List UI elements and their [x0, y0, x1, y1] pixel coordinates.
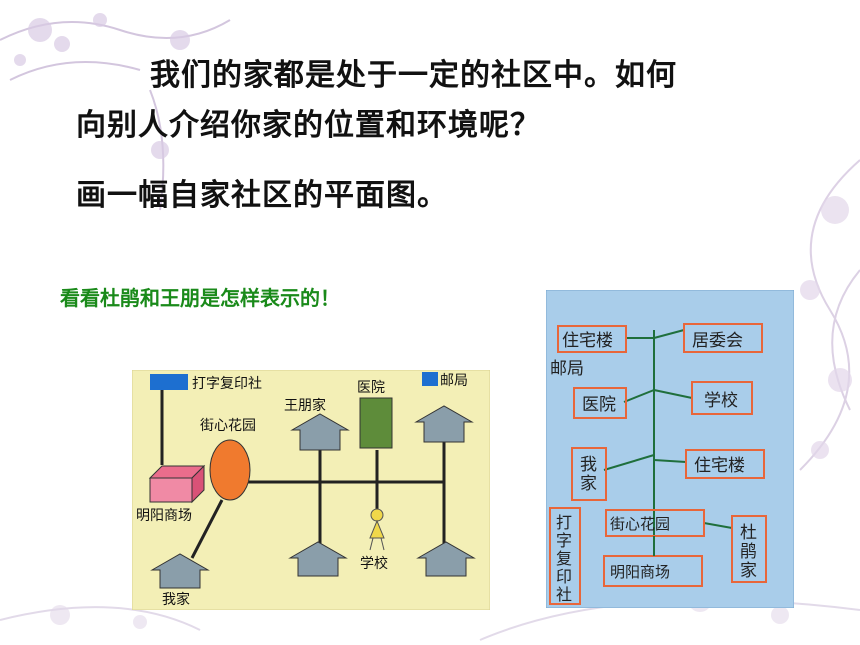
northeast-house-icon — [414, 405, 474, 443]
road-residential-2 — [653, 459, 687, 463]
caption-text: 看看杜鹃和王朋是怎样表示的！ — [60, 286, 340, 310]
post-office-label: 邮局 — [550, 359, 584, 379]
south-house-icon — [288, 541, 348, 577]
residential-2-box — [685, 449, 765, 479]
road-my-home — [603, 454, 655, 471]
post-office-marker — [422, 372, 438, 386]
intro-text-line-3: 画一幅自家社区的平面图。 — [76, 178, 448, 213]
garden-shape — [209, 439, 251, 501]
committee-label: 居委会 — [692, 331, 743, 351]
committee-box — [683, 323, 763, 353]
road-committee — [653, 329, 685, 339]
school-label: 学校 — [360, 555, 388, 572]
mall-label: 明阳商场 — [136, 508, 192, 524]
road-my-home — [190, 499, 224, 559]
residential-1-box — [557, 325, 627, 353]
right-map-roads — [603, 329, 733, 555]
left-map-roads — [160, 382, 446, 559]
my-home-label: 我家 — [580, 455, 597, 494]
print-shop-box — [549, 507, 581, 605]
print-shop-label: 打字复印社 — [556, 513, 572, 604]
mall-building — [148, 464, 206, 504]
road-dujuan-home — [703, 522, 733, 529]
residential-2-label: 住宅楼 — [694, 456, 745, 476]
my-home-box — [571, 447, 607, 501]
wangpeng-house-icon — [290, 413, 350, 451]
school-label: 学校 — [704, 391, 738, 411]
mall-label: 明阳商场 — [610, 563, 670, 581]
print-shop-marker — [150, 374, 188, 390]
dujuan-home-label: 杜鹃家 — [740, 523, 757, 581]
dujuan-home-box — [731, 515, 767, 583]
print-shop-label: 打字复印社 — [192, 375, 262, 392]
intro-text-line-1: 我们的家都是处于一定的社区中。如何 — [150, 58, 677, 93]
road-school — [653, 389, 693, 399]
school-box — [691, 381, 753, 415]
road-hospital — [623, 389, 655, 403]
southeast-house-icon — [416, 541, 476, 577]
garden-label: 街心花园 — [610, 515, 670, 533]
hospital-label: 医院 — [357, 380, 385, 396]
garden-label: 街心花园 — [200, 418, 256, 434]
residential-1-label: 住宅楼 — [562, 331, 613, 351]
intro-text-line-2: 向别人介绍你家的位置和环境呢？ — [76, 108, 541, 143]
hospital-building — [359, 397, 393, 449]
hospital-label: 医院 — [582, 395, 616, 415]
school-person-icon — [369, 508, 385, 551]
wangpeng-community-map: 打字复印社 邮局 医院 王朋家 街心花园 明阳商场 学校 我家 — [132, 370, 490, 610]
wangpeng-home-label: 王朋家 — [284, 397, 326, 414]
my-home-house-icon — [150, 553, 210, 589]
my-home-label: 我家 — [162, 591, 190, 608]
hospital-box — [573, 387, 627, 419]
dujuan-community-map: 住宅楼 居委会 邮局 医院 学校 住宅楼 街心花园 明阳商场 我家 打字复印社 … — [546, 290, 794, 608]
post-office-label: 邮局 — [440, 373, 468, 389]
